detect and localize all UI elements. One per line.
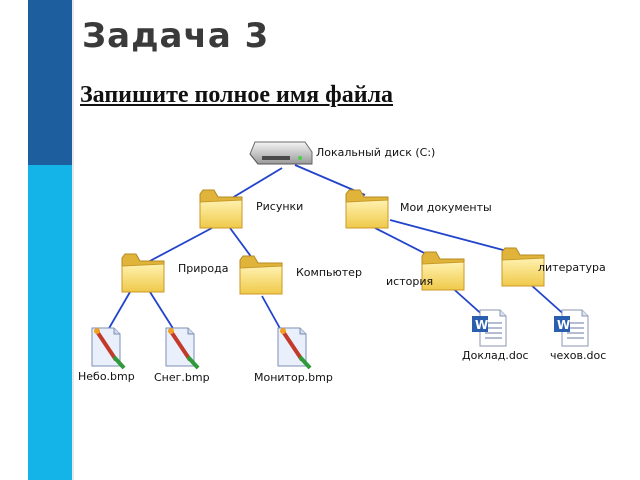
edge-mydocs-literature — [389, 219, 519, 255]
file-label-snow: Снег.bmp — [154, 371, 210, 384]
edge-computer-monitor — [261, 295, 283, 333]
file-label-sky: Небо.bmp — [78, 370, 135, 383]
bitmap-file-icon — [164, 326, 200, 370]
folder-icon — [121, 253, 165, 293]
slide-title: Задача 3 — [82, 16, 270, 56]
word-document-icon — [471, 309, 507, 347]
sidebar-accent-light — [28, 165, 74, 480]
folder-label-computer: Компьютер — [296, 266, 362, 279]
folder-label-literature: литература — [538, 261, 606, 274]
folder-label-my-documents: Мои документы — [400, 201, 492, 214]
edge-nature-snow — [149, 291, 175, 331]
edge-pictures-nature — [147, 227, 213, 263]
edge-root-pictures — [231, 167, 283, 199]
bitmap-file-icon — [90, 326, 126, 370]
folder-icon — [239, 255, 283, 295]
bitmap-file-icon — [276, 326, 312, 370]
root-drive-label: Локальный диск (C:) — [316, 146, 435, 159]
folder-label-pictures: Рисунки — [256, 200, 303, 213]
sidebar-divider — [72, 0, 74, 480]
connector-lines — [107, 164, 569, 333]
word-document-icon — [553, 309, 589, 347]
hard-drive-icon — [249, 141, 313, 165]
file-label-monitor: Монитор.bmp — [254, 371, 333, 384]
folder-icon — [345, 189, 389, 229]
file-label-chekhov: чехов.doc — [550, 349, 606, 362]
slide-subtitle: Запишите полное имя файла — [80, 82, 394, 108]
folder-label-history: история — [386, 275, 433, 288]
file-label-report: Доклад.doc — [462, 349, 529, 362]
edge-nature-sky — [107, 291, 131, 331]
sidebar-accent-dark — [28, 0, 74, 165]
folder-label-nature: Природа — [178, 262, 228, 275]
